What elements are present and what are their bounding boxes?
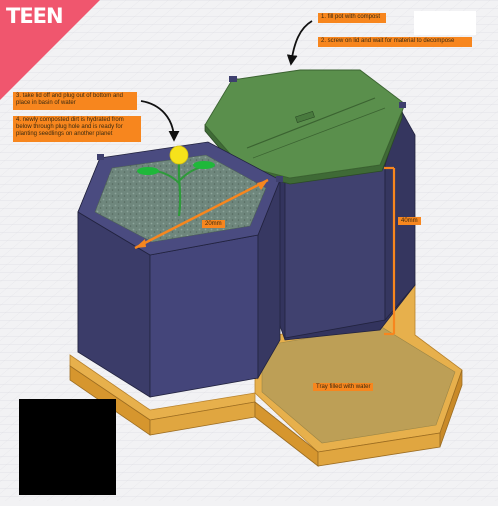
- lid-clip-right: [399, 102, 406, 108]
- callout-arrow-lid: [286, 20, 313, 66]
- seedling-stem: [177, 161, 182, 217]
- note-step-1: 1. fill pot with compost: [318, 13, 386, 23]
- height-dimension: [384, 166, 396, 336]
- lid-groove-2: [252, 107, 386, 159]
- lid-handle: [295, 110, 315, 124]
- rim-clip-left: [97, 154, 104, 160]
- width-dimension: [134, 178, 269, 250]
- compost-pot-front-face: [284, 164, 386, 339]
- note-step-4: 4. newly composted dirt is hydrated from…: [13, 116, 141, 142]
- tray-label: Tray filled with water: [313, 383, 374, 391]
- callout-arrow-plant: [140, 100, 180, 142]
- seedling-leaf-left: [137, 167, 159, 175]
- redacted-block: [19, 399, 116, 495]
- width-dimension-label: 20mm: [202, 220, 225, 228]
- planter-pot-face-b: [149, 234, 259, 398]
- teen-badge: [0, 0, 100, 100]
- seedling: [137, 145, 215, 217]
- seedling-leaf-right: [193, 161, 215, 169]
- lid-clip-left: [229, 76, 237, 82]
- rim-clip-right: [276, 176, 283, 182]
- blank-panel: [414, 11, 476, 35]
- seedling-flower: [169, 145, 189, 165]
- tray-side-right: [439, 369, 463, 448]
- lid-groove: [246, 97, 376, 149]
- height-dimension-label: 40mm: [398, 217, 421, 225]
- note-step-2: 2. screw on lid and wait for material to…: [318, 37, 472, 47]
- teen-badge-label: TEEN: [6, 4, 64, 28]
- note-step-3: 3. take lid off and plug out of bottom a…: [13, 92, 137, 110]
- water-tray: [69, 284, 463, 467]
